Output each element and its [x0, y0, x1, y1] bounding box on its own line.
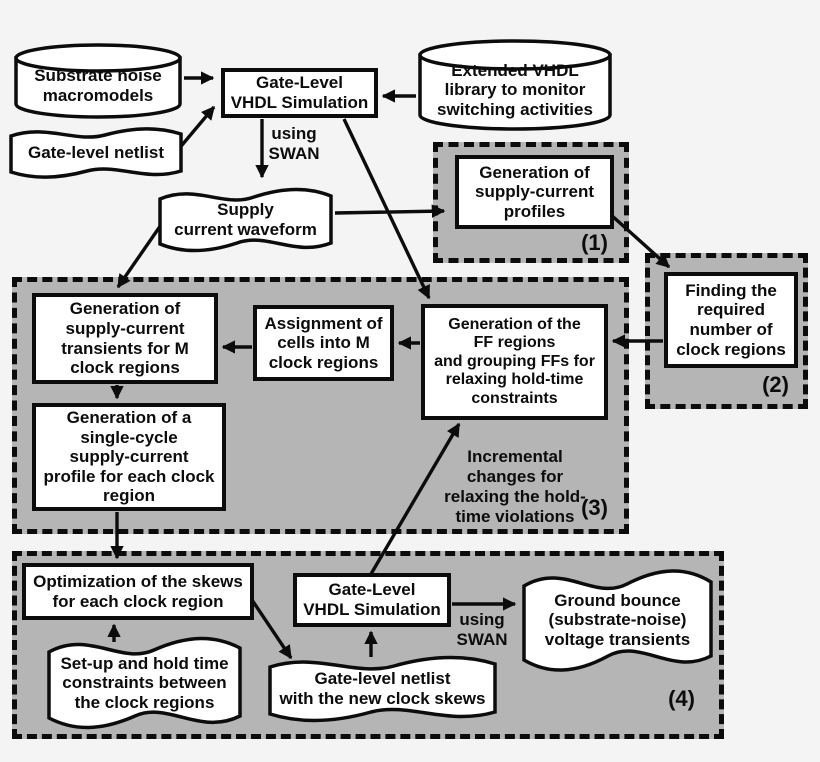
node-label: Gate-Level VHDL Simulation — [230, 73, 369, 112]
node-label: Optimization of the skews for each clock… — [33, 571, 243, 611]
node-label: Gate-level netlist with the new clock sk… — [279, 669, 486, 708]
node-generation-single-cycle-profile: Generation of a single-cycle supply-curr… — [32, 403, 226, 511]
node-gate-level-vhdl-simulation-top: Gate-Level VHDL Simulation — [221, 68, 378, 118]
annotation-incremental-changes: Incremental changes for relaxing the hol… — [444, 447, 586, 527]
annotation-using-swan-bottom: using SWAN — [456, 610, 508, 650]
tape-shape — [9, 127, 183, 179]
arrow-waveform-to-profiles — [334, 204, 446, 219]
node-label: Finding the required number of clock reg… — [676, 280, 786, 359]
node-supply-current-waveform: Supply current waveform — [157, 182, 334, 258]
tape-shape — [522, 569, 713, 672]
node-label: Extended VHDL library to monitor switchi… — [437, 60, 593, 119]
region-1-label: (1) — [581, 230, 608, 255]
node-ground-bounce-transients: Ground bounce (substrate-noise) voltage … — [521, 560, 714, 680]
node-label: Gate-level netlist — [27, 143, 165, 163]
node-label: Ground bounce (substrate-noise) voltage … — [544, 590, 691, 649]
tape-shape — [47, 636, 242, 730]
node-label: Supply current waveform — [174, 200, 317, 239]
tape-shape — [158, 187, 333, 253]
annotation-using-swan-top: using SWAN — [268, 124, 320, 164]
cylinder-shape — [418, 39, 612, 131]
node-assignment-of-cells: Assignment of cells into M clock regions — [253, 305, 394, 381]
node-netlist-new-clock-skews: Gate-level netlist with the new clock sk… — [267, 650, 498, 728]
node-generation-supply-current-profiles: Generation of supply-current profiles — [455, 155, 614, 229]
node-label: Assignment of cells into M clock regions — [264, 313, 383, 372]
cylinder-shape — [14, 43, 182, 119]
node-label: Gate-Level VHDL Simulation — [303, 580, 441, 619]
node-label: Generation of the FF regions and groupin… — [434, 316, 595, 407]
node-label: Generation of a single-cycle supply-curr… — [43, 408, 215, 506]
arrow-simulation-to-ff-regions — [342, 118, 431, 300]
node-label: Substrate noise macromodels — [34, 66, 162, 105]
node-setup-hold-constraints: Set-up and hold time constraints between… — [46, 628, 243, 738]
node-gate-level-vhdl-simulation-bottom: Gate-Level VHDL Simulation — [293, 573, 451, 627]
node-gate-level-netlist: Gate-level netlist — [8, 123, 184, 183]
node-optimization-of-skews: Optimization of the skews for each clock… — [22, 563, 254, 620]
node-label: Generation of supply-current profiles — [474, 162, 595, 221]
node-label: Generation of supply-current transients … — [61, 299, 189, 378]
node-label: Set-up and hold time constraints between… — [60, 653, 229, 712]
region-3-label: (3) — [581, 495, 608, 520]
node-extended-vhdl-library: Extended VHDL library to monitor switchi… — [417, 38, 613, 134]
node-generation-ff-regions: Generation of the FF regions and groupin… — [421, 304, 608, 420]
node-substrate-noise-macromodels: Substrate noise macromodels — [13, 42, 183, 122]
region-4-label: (4) — [668, 686, 695, 711]
node-generation-supply-current-transients: Generation of supply-current transients … — [32, 293, 218, 384]
region-2-label: (2) — [762, 372, 789, 397]
tape-shape — [268, 655, 497, 723]
node-finding-required-clock-regions: Finding the required number of clock reg… — [664, 272, 798, 368]
